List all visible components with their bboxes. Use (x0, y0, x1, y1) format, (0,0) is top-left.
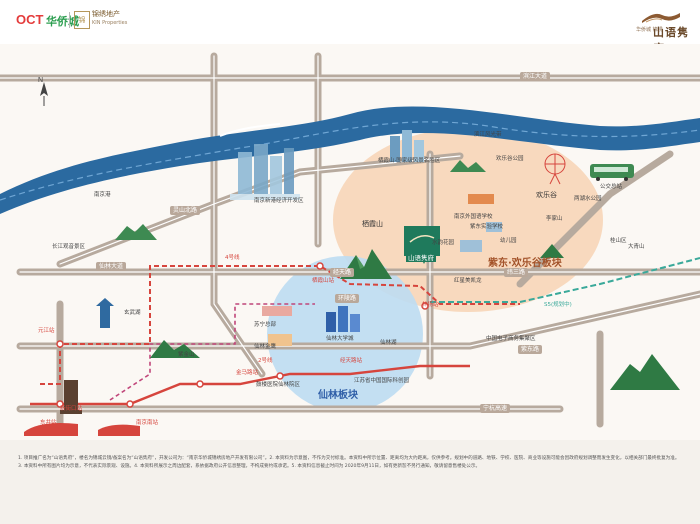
poi-lijiashan: 李家山 (546, 216, 563, 222)
project-marker (404, 226, 440, 264)
road-xianlin: 仙林大道 (96, 262, 127, 271)
poi-xianlin-jinying: 仙林金鹰 (254, 344, 277, 350)
station-jinmalu: 金马路站 (236, 370, 259, 376)
mountain-small (540, 244, 564, 258)
poi-kindergarten: 幼儿园 (500, 238, 517, 244)
poi-yangtze-bridge: 滨江风光带 (474, 132, 502, 138)
road-ninghang: 宁杭高速 (480, 404, 511, 413)
metro-line-pink (109, 303, 315, 401)
road-lingshan: 灵山北路 (170, 206, 201, 215)
pagoda-icon (96, 298, 114, 328)
location-map (0, 44, 700, 440)
bus-icon (590, 164, 634, 181)
oct-logo-cn: 华侨城 (46, 15, 79, 28)
project-logo-small: 华侨城 锦绣 (636, 27, 663, 33)
poi-nanjing-port: 南京港 (94, 192, 111, 198)
poi-lianghu: 两湖水公园 (574, 196, 602, 202)
poi-xianlin-lake: 仙林湖 (380, 340, 397, 346)
metro-line-s5 (430, 257, 700, 303)
poi-ecommerce: 中国电子商务集聚区 (486, 336, 536, 342)
poi-nanjing-foreign-school: 南京外国语学校 (454, 214, 493, 220)
poi-nanjing-south-area: 南京新港经济开发区 (254, 198, 304, 204)
metro-line-2-label: 2号线 (258, 358, 273, 364)
poi-xianlin-university: 仙林大学城 (326, 336, 354, 342)
train-icon (24, 423, 140, 436)
poi-happy-valley: 欢乐谷 (536, 191, 557, 199)
project-mountain-logo (642, 13, 680, 23)
poi-bus-hub: 公交总站 (600, 184, 623, 190)
school-zone (460, 194, 502, 252)
mountain-right (610, 354, 680, 390)
poi-happy-valley-park: 欢乐谷公园 (496, 156, 524, 162)
yangtze-river (0, 106, 700, 214)
oct-logo: OCT (16, 12, 44, 27)
road-jingtian: 经天路 (330, 268, 355, 277)
statue-icon (60, 380, 82, 414)
road-liuzheng: 纬三路 (504, 268, 529, 277)
metro-s5-label: S5(规划中) (544, 302, 572, 308)
footer-disclaimer: 1. 项目推广名为“山语隽府”，楼名为锦城云镜/备案名为“山语隽府”，开发公司为… (18, 456, 680, 469)
ferris-wheel (544, 153, 566, 185)
metro-line-4-label: 4号线 (225, 255, 240, 261)
station-xinjiekou: 新街口站 (60, 406, 83, 412)
poi-zidong-school: 紫东实验学校 (470, 224, 504, 230)
city-cluster-xianlin (262, 306, 360, 346)
footer-band (0, 440, 700, 524)
poi-shuiyun: 水韵花园 (432, 240, 455, 246)
station-linchang: 林场站 (422, 302, 439, 308)
compass-label: N (38, 77, 44, 84)
metro-line-2 (30, 364, 470, 406)
compass-needle (40, 82, 48, 106)
xianlin-board-label: 仙林板块 (318, 390, 358, 401)
poi-changjiang-park: 长江观音景区 (52, 244, 86, 250)
poi-zijinshan: 紫金山 (178, 352, 195, 358)
road-binjiang: 滨江大道 (520, 72, 551, 81)
station-dongjing: 东井站 (40, 420, 57, 426)
poi-qixia-hill: 栖霞山 (362, 220, 383, 228)
road-huanling: 环陵路 (335, 294, 360, 303)
station-nanjing-south: 南京南站 (136, 420, 159, 426)
poi-xuanwu: 玄武湖 (124, 310, 141, 316)
logo-divider (69, 12, 70, 28)
city-cluster-left (230, 144, 300, 200)
poi-sunning: 苏宁总部 (254, 322, 277, 328)
poi-xianlin-hospital: 鼓楼医院仙林院区 (256, 382, 301, 388)
poi-qianshan: 桂山区 (610, 238, 627, 244)
station-qixiashan: 栖霞山站 (312, 278, 335, 284)
city-cluster-top (390, 130, 424, 162)
zidong-board-label: 紫东·欢乐谷板块 (488, 258, 562, 269)
metro-line-4 (40, 265, 520, 385)
header-bar: OCT 华侨城 锦 锦绣地产 KIN Properties 华侨城 锦绣 山语隽… (0, 0, 700, 55)
road-zibei: 紫东路 (518, 345, 543, 354)
poi-huanle-apartments: 红星美凯龙 (454, 278, 482, 284)
project-label: 山语隽府 (406, 252, 436, 262)
mountain-left (115, 224, 157, 240)
mountain-zijin (150, 340, 200, 358)
poi-qixia-scenic: 栖霞山·国家级风景名胜区 (378, 158, 441, 164)
station-yuanjiang: 元江站 (38, 328, 55, 334)
station-jingtianlu: 经天路站 (340, 358, 363, 364)
mountain-top (450, 160, 486, 172)
poi-daqingshan: 大青山 (628, 244, 645, 250)
jinwan-logo: 锦绣地产 KIN Properties (92, 10, 128, 26)
jinwan-logo-mark: 锦 (74, 11, 90, 29)
poi-jiangsu-science: 江苏省中国国际科创园 (354, 378, 410, 384)
